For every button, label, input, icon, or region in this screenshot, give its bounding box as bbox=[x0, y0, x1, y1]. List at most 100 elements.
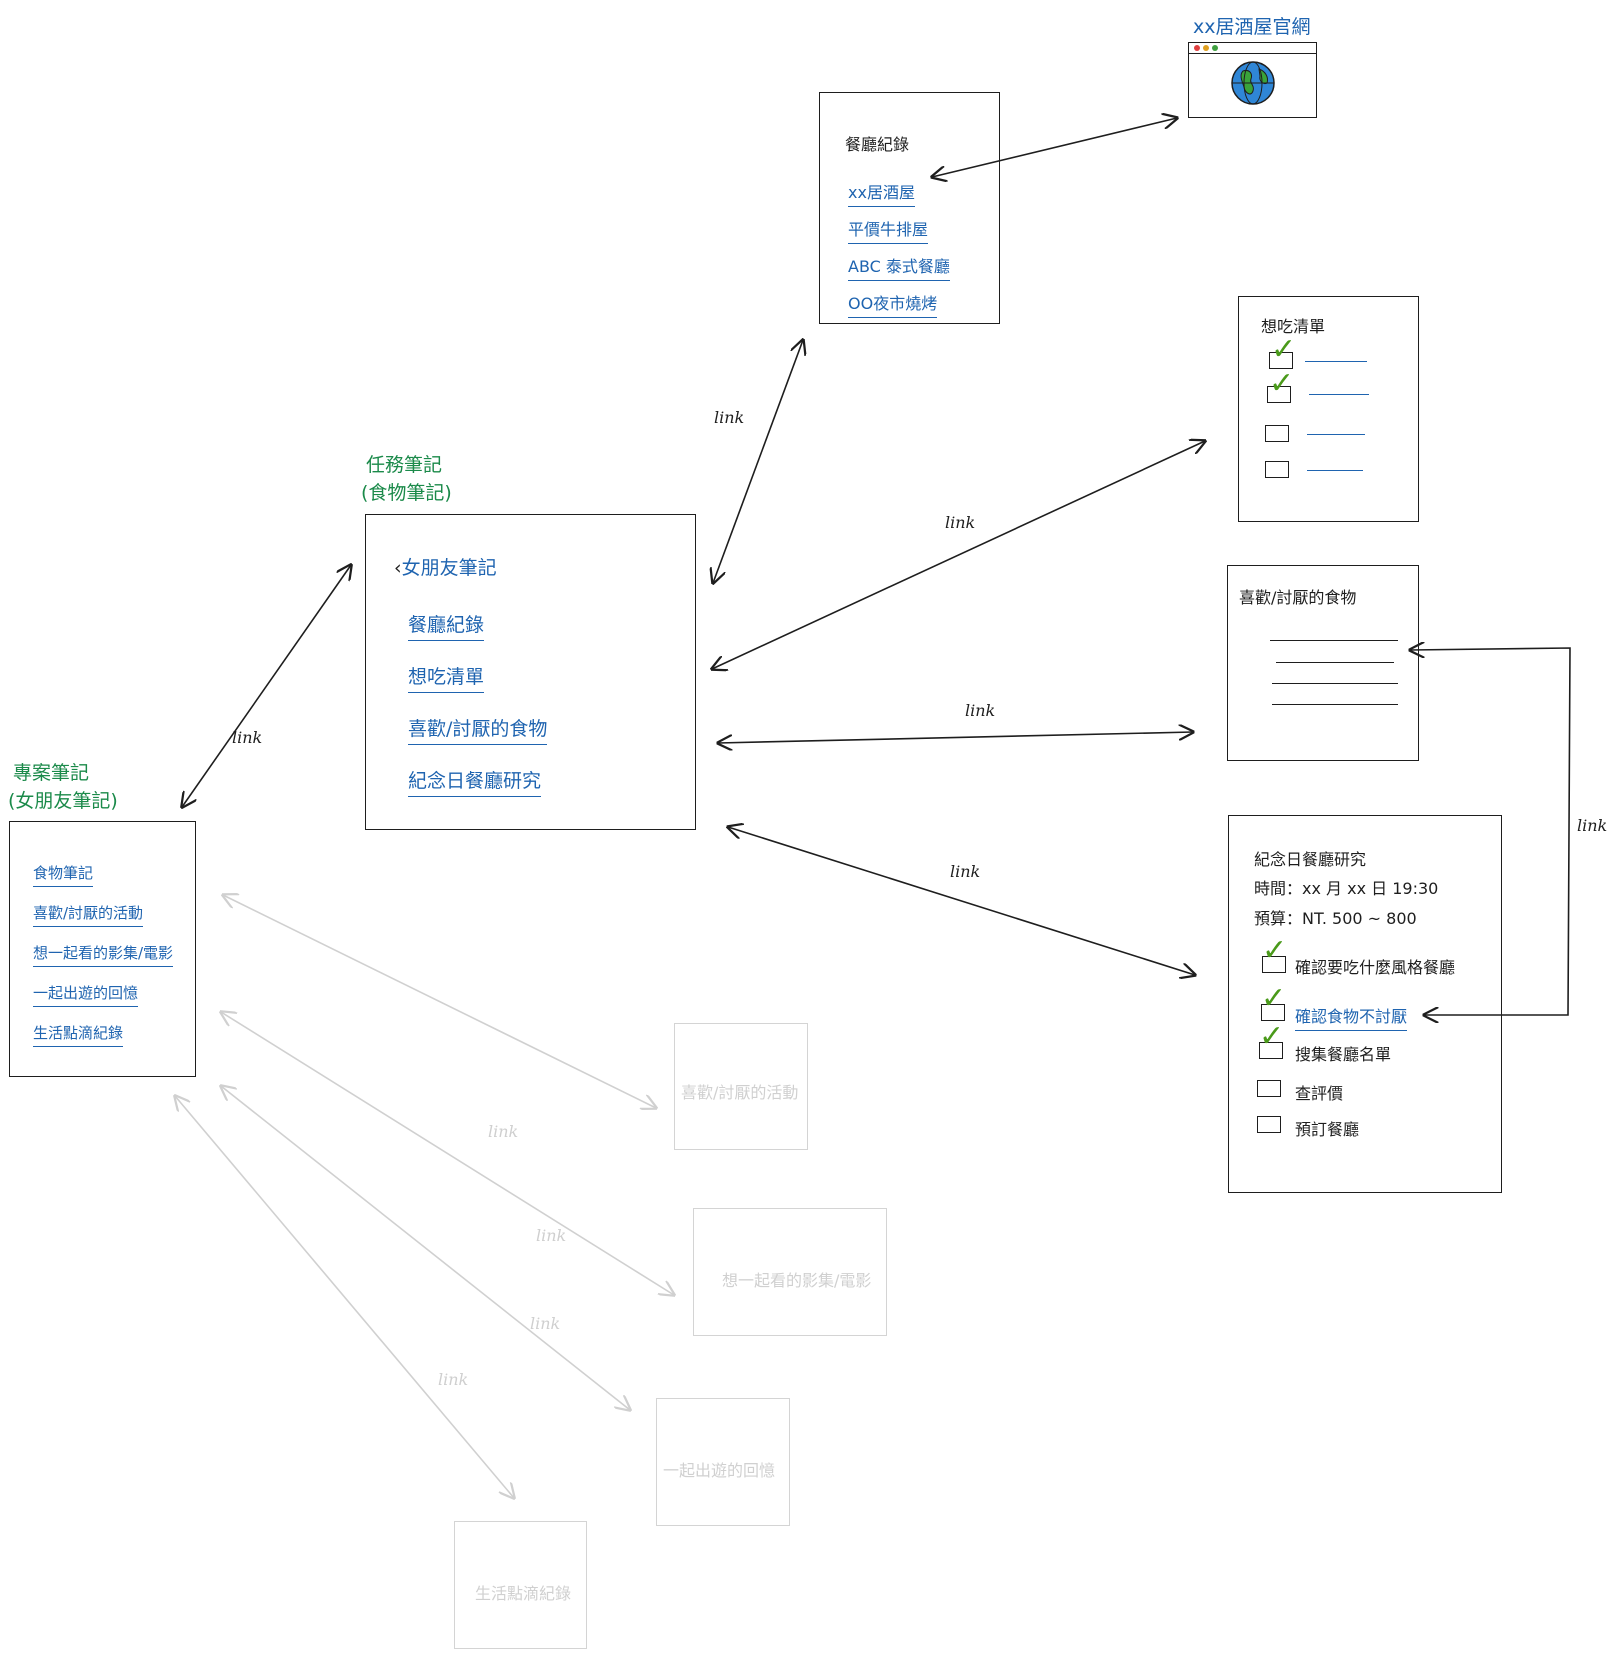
text-line bbox=[1276, 662, 1394, 663]
task-link-text: 確認食物不討厭 bbox=[1295, 1003, 1408, 1031]
link-label: link bbox=[965, 701, 996, 720]
arrow-task-likes bbox=[718, 732, 1193, 743]
faded-note-trips: 一起出遊的回憶 bbox=[656, 1398, 790, 1526]
task-note-card: ‹女朋友筆記 餐廳紀錄 想吃清單 喜歡/討厭的食物 紀念日餐廳研究 bbox=[365, 514, 696, 830]
anniversary-note-title: 紀念日餐廳研究 bbox=[1254, 850, 1367, 869]
task-note-subtitle: (食物筆記) bbox=[361, 482, 452, 504]
link-label: link bbox=[945, 513, 976, 532]
text-line bbox=[1270, 640, 1398, 641]
task-note-item[interactable]: 餐廳紀錄 bbox=[408, 610, 485, 641]
link-label: link bbox=[714, 408, 745, 427]
task-label: 預訂餐廳 bbox=[1295, 1120, 1360, 1139]
task-label: 確認要吃什麼風格餐廳 bbox=[1295, 958, 1456, 977]
globe-icon bbox=[1231, 61, 1275, 105]
link-label: link bbox=[488, 1122, 519, 1141]
arrow-task-restaurant bbox=[713, 340, 803, 583]
arrow-project-faded-life bbox=[175, 1096, 514, 1498]
text-line bbox=[1272, 704, 1398, 705]
website-card[interactable] bbox=[1188, 42, 1317, 118]
restaurant-item[interactable]: xx居酒屋 bbox=[848, 179, 915, 207]
anniversary-time: 時間：xx 月 xx 日 19:30 bbox=[1254, 879, 1439, 898]
task-note-item[interactable]: 喜歡/討厭的食物 bbox=[408, 714, 548, 745]
project-note-list: 食物筆記 喜歡/討厭的活動 想一起看的影集/電影 一起出遊的回憶 生活點滴紀錄 bbox=[33, 862, 174, 1062]
project-note-card: 食物筆記 喜歡/討厭的活動 想一起看的影集/電影 一起出遊的回憶 生活點滴紀錄 bbox=[9, 821, 196, 1077]
arrow-restaurant-website bbox=[932, 118, 1177, 177]
wishlist-checkbox[interactable] bbox=[1269, 352, 1293, 369]
project-note-subtitle: (女朋友筆記) bbox=[8, 790, 118, 812]
back-link[interactable]: ‹女朋友筆記 bbox=[394, 553, 497, 583]
wishlist-line bbox=[1307, 470, 1363, 471]
wishlist-line bbox=[1305, 361, 1367, 362]
project-note-item[interactable]: 食物筆記 bbox=[33, 862, 94, 887]
link-label: link bbox=[530, 1314, 561, 1333]
arrow-task-anniversary bbox=[728, 827, 1195, 975]
faded-note-label: 生活點滴紀錄 bbox=[475, 1584, 572, 1603]
link-label: link bbox=[232, 728, 263, 747]
wishlist-line bbox=[1307, 434, 1365, 435]
likes-note-title: 喜歡/討厭的食物 bbox=[1239, 588, 1357, 607]
anniversary-budget: 預算：NT. 500 ~ 800 bbox=[1254, 909, 1417, 928]
arrow-anniversary-likes bbox=[1410, 648, 1571, 1015]
arrow-project-faded-trips bbox=[221, 1086, 630, 1410]
restaurant-item[interactable]: OO夜市燒烤 bbox=[848, 290, 938, 318]
wishlist-line bbox=[1309, 394, 1369, 395]
link-label: link bbox=[438, 1370, 469, 1389]
faded-note-label: 一起出遊的回憶 bbox=[663, 1461, 776, 1480]
project-note-item[interactable]: 生活點滴紀錄 bbox=[33, 1022, 124, 1047]
arrow-project-faded-activities bbox=[223, 895, 656, 1108]
project-note-item[interactable]: 想一起看的影集/電影 bbox=[33, 942, 174, 967]
task-checkbox[interactable] bbox=[1261, 1004, 1285, 1021]
window-dot-icon bbox=[1212, 45, 1218, 51]
checkmark-icon: ✓ bbox=[1269, 366, 1295, 401]
project-note-title: 專案筆記 bbox=[13, 762, 90, 784]
restaurant-note-title: 餐廳紀錄 bbox=[845, 135, 910, 154]
task-label: 搜集餐廳名單 bbox=[1295, 1045, 1392, 1064]
task-note-item[interactable]: 紀念日餐廳研究 bbox=[408, 766, 542, 797]
faded-note-shows: 想一起看的影集/電影 bbox=[693, 1208, 887, 1336]
faded-note-life: 生活點滴紀錄 bbox=[454, 1521, 587, 1649]
arrow-project-faded-shows bbox=[221, 1012, 674, 1295]
browser-bar bbox=[1189, 43, 1316, 54]
checkmark-icon: ✓ bbox=[1261, 981, 1287, 1016]
task-checkbox[interactable] bbox=[1257, 1080, 1281, 1097]
wishlist-note-title: 想吃清單 bbox=[1261, 317, 1326, 336]
task-checkbox[interactable] bbox=[1259, 1042, 1283, 1059]
website-title: xx居酒屋官網 bbox=[1193, 16, 1311, 38]
task-checkbox[interactable] bbox=[1262, 956, 1286, 973]
task-label: 查評價 bbox=[1295, 1084, 1344, 1103]
link-label: link bbox=[950, 862, 981, 881]
back-link-label: 女朋友筆記 bbox=[401, 557, 497, 579]
link-label: link bbox=[1577, 816, 1608, 835]
likes-note-card: 喜歡/討厭的食物 bbox=[1227, 565, 1419, 761]
wishlist-checkbox[interactable] bbox=[1267, 386, 1291, 403]
link-label: link bbox=[536, 1226, 567, 1245]
restaurant-note-list: xx居酒屋 平價牛排屋 ABC 泰式餐廳 OO夜市燒烤 bbox=[848, 179, 950, 327]
restaurant-item[interactable]: 平價牛排屋 bbox=[848, 216, 929, 244]
task-note-title: 任務筆記 bbox=[366, 454, 443, 476]
text-line bbox=[1272, 683, 1398, 684]
window-dot-icon bbox=[1203, 45, 1209, 51]
arrow-project-task bbox=[182, 565, 351, 807]
arrow-task-wishlist bbox=[712, 441, 1205, 669]
anniversary-note-card: 紀念日餐廳研究 時間：xx 月 xx 日 19:30 預算：NT. 500 ~ … bbox=[1228, 815, 1502, 1193]
task-note-item[interactable]: 想吃清單 bbox=[408, 662, 485, 693]
window-dot-icon bbox=[1194, 45, 1200, 51]
project-note-item[interactable]: 一起出遊的回憶 bbox=[33, 982, 139, 1007]
faded-note-label: 喜歡/討厭的活動 bbox=[681, 1083, 799, 1102]
checkmark-icon: ✓ bbox=[1271, 332, 1297, 367]
task-checkbox[interactable] bbox=[1257, 1116, 1281, 1133]
wishlist-checkbox[interactable] bbox=[1265, 461, 1289, 478]
task-label-link[interactable]: 確認食物不討厭 bbox=[1295, 1003, 1408, 1031]
wishlist-note-card: 想吃清單 ✓ ✓ bbox=[1238, 296, 1419, 522]
faded-note-activities: 喜歡/討厭的活動 bbox=[674, 1023, 808, 1150]
restaurant-item[interactable]: ABC 泰式餐廳 bbox=[848, 253, 950, 281]
restaurant-note-card: 餐廳紀錄 xx居酒屋 平價牛排屋 ABC 泰式餐廳 OO夜市燒烤 bbox=[819, 92, 1000, 324]
project-note-item[interactable]: 喜歡/討厭的活動 bbox=[33, 902, 144, 927]
checkmark-icon: ✓ bbox=[1262, 933, 1288, 968]
faded-note-label: 想一起看的影集/電影 bbox=[722, 1271, 872, 1290]
task-note-list: 餐廳紀錄 想吃清單 喜歡/討厭的食物 紀念日餐廳研究 bbox=[408, 610, 548, 818]
checkmark-icon: ✓ bbox=[1259, 1019, 1285, 1054]
chevron-left-icon: ‹ bbox=[394, 557, 402, 579]
wishlist-checkbox[interactable] bbox=[1265, 425, 1289, 442]
